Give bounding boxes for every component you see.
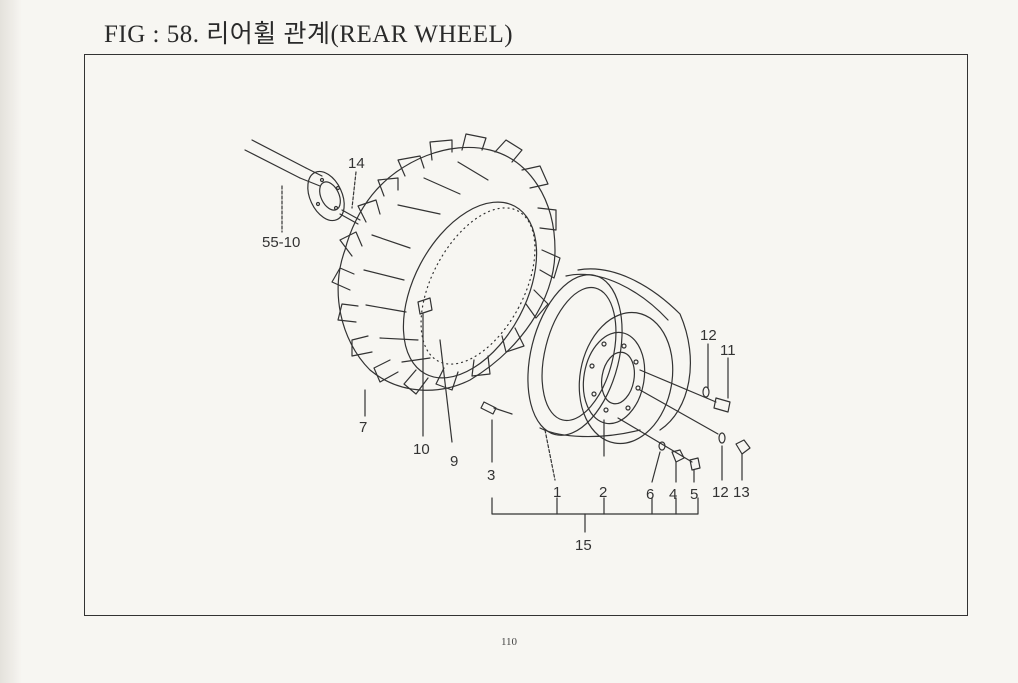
scan-edge	[0, 0, 22, 683]
callout-13: 13	[733, 484, 750, 501]
figure-title: FIG : 58. 리어휠 관계(REAR WHEEL)	[104, 21, 514, 48]
hub-nut	[639, 389, 751, 481]
callout-15: 15	[575, 537, 592, 554]
callout-1: 1	[553, 484, 561, 501]
callout-9: 9	[450, 453, 458, 470]
callout-3: 3	[487, 467, 495, 484]
callout-4: 4	[669, 486, 677, 503]
page-number: 110	[500, 636, 518, 648]
callout-7: 7	[359, 419, 367, 436]
callout-11: 11	[720, 342, 736, 359]
rim-nuts	[617, 417, 701, 483]
callout-55-10: 55-10	[262, 234, 300, 251]
hub-bolt	[639, 343, 731, 413]
axle-shaft	[244, 139, 345, 233]
callout-14: 14	[348, 155, 365, 172]
valve-stem	[417, 297, 433, 437]
callout-2: 2	[599, 484, 607, 501]
callout-5: 5	[690, 486, 698, 503]
callout-6: 6	[646, 486, 654, 503]
callout-12-lower: 12	[712, 484, 729, 501]
wheel-disc	[582, 331, 646, 457]
callout-10: 10	[413, 441, 430, 458]
callout-12-upper: 12	[700, 327, 717, 344]
wheel-rim	[527, 268, 691, 481]
wheel-bolt	[480, 401, 513, 463]
assembly-bracket	[491, 497, 699, 533]
diagram-frame	[84, 54, 968, 616]
rear-tire	[331, 133, 561, 395]
leader-tube	[439, 339, 453, 443]
